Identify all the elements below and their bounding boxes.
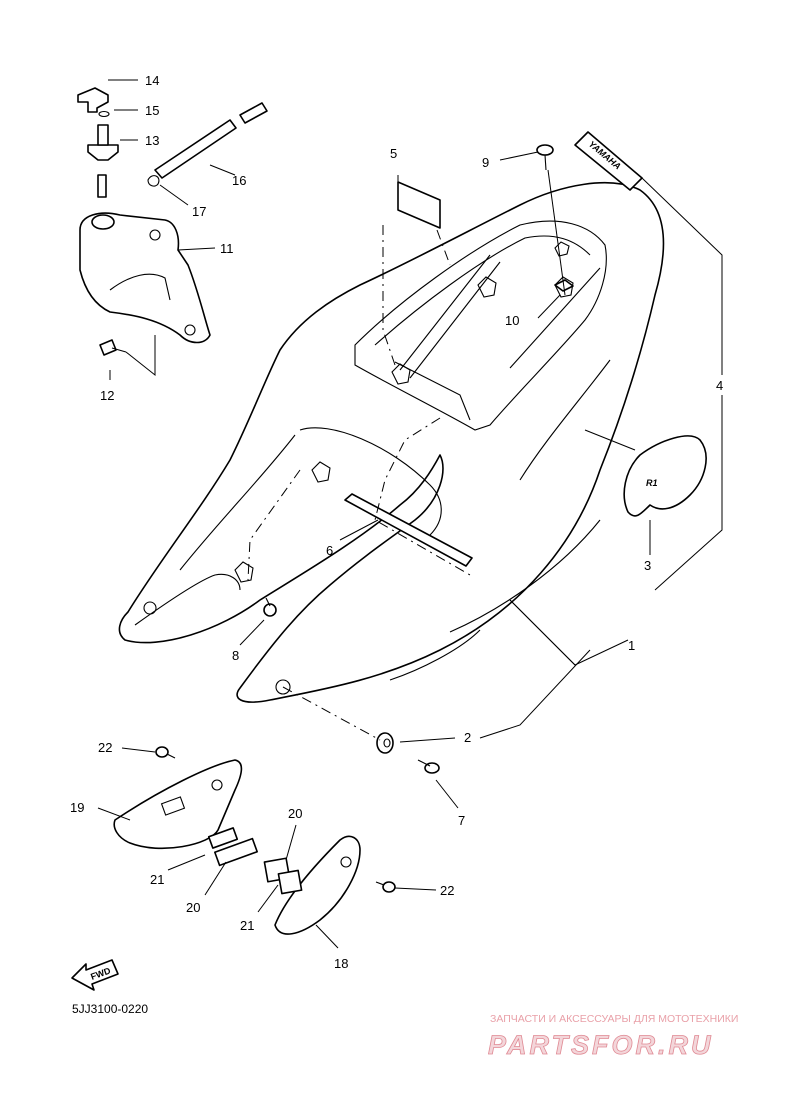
screw-8	[263, 597, 277, 617]
callout-15: 15	[145, 103, 159, 118]
leader-lines	[97, 79, 723, 949]
emblem-text: R1	[646, 478, 658, 488]
screw-22b	[375, 881, 396, 893]
watermark: ЗАПЧАСТИ И АКСЕССУАРЫ ДЛЯ МОТОТЕХНИКИ PA…	[488, 1013, 739, 1060]
o-ring	[98, 110, 110, 118]
side-cover-18	[274, 835, 361, 935]
side-cover-19	[113, 759, 243, 850]
callout-3: 3	[644, 558, 651, 573]
screw-9	[536, 144, 554, 171]
callout-21a: 21	[150, 872, 164, 887]
callout-21b: 21	[240, 918, 254, 933]
drawing-code: 5JJ3100-0220	[72, 1002, 148, 1016]
r1-emblem: R1	[623, 435, 707, 517]
hose-clip	[147, 175, 160, 187]
watermark-tagline: ЗАПЧАСТИ И АКСЕССУАРЫ ДЛЯ МОТОТЕХНИКИ	[490, 1013, 738, 1025]
callout-18: 18	[334, 956, 348, 971]
callout-1: 1	[628, 638, 635, 653]
callout-20a: 20	[186, 900, 200, 915]
watermark-logo: PARTSFOR.RU	[488, 1030, 714, 1060]
alignment-lines	[247, 225, 471, 741]
callout-22a: 22	[98, 740, 112, 755]
callout-2: 2	[464, 730, 471, 745]
reservoir-bolt	[99, 339, 127, 356]
breather-hose	[154, 102, 268, 179]
reservoir-cap	[87, 124, 119, 198]
tail-cowl	[118, 181, 665, 703]
callout-20b: 20	[288, 806, 302, 821]
label-plate	[397, 181, 441, 229]
reservoir-tank	[79, 212, 211, 344]
yamaha-decal: YAMAHA	[574, 131, 643, 191]
callout-7: 7	[458, 813, 465, 828]
callout-labels: 14 15 13 16 17 11 12 5 9 10 4 3 1 6 8 2 …	[70, 73, 723, 971]
grommet-2	[376, 732, 394, 754]
fitting-elbow	[77, 87, 109, 113]
callout-22b: 22	[440, 883, 454, 898]
screw-22a	[155, 746, 176, 759]
pads-20-21	[207, 827, 303, 895]
callout-12: 12	[100, 388, 114, 403]
callout-9: 9	[482, 155, 489, 170]
fwd-arrow-icon: FWD	[71, 959, 119, 991]
callout-8: 8	[232, 648, 239, 663]
callout-5: 5	[390, 146, 397, 161]
callout-14: 14	[145, 73, 159, 88]
callout-16: 16	[232, 173, 246, 188]
callout-6: 6	[326, 543, 333, 558]
callout-4: 4	[716, 378, 723, 393]
callout-19: 19	[70, 800, 84, 815]
callout-13: 13	[145, 133, 159, 148]
callout-17: 17	[192, 204, 206, 219]
screw-7	[417, 759, 440, 774]
callout-10: 10	[505, 313, 519, 328]
callout-11: 11	[220, 241, 234, 256]
